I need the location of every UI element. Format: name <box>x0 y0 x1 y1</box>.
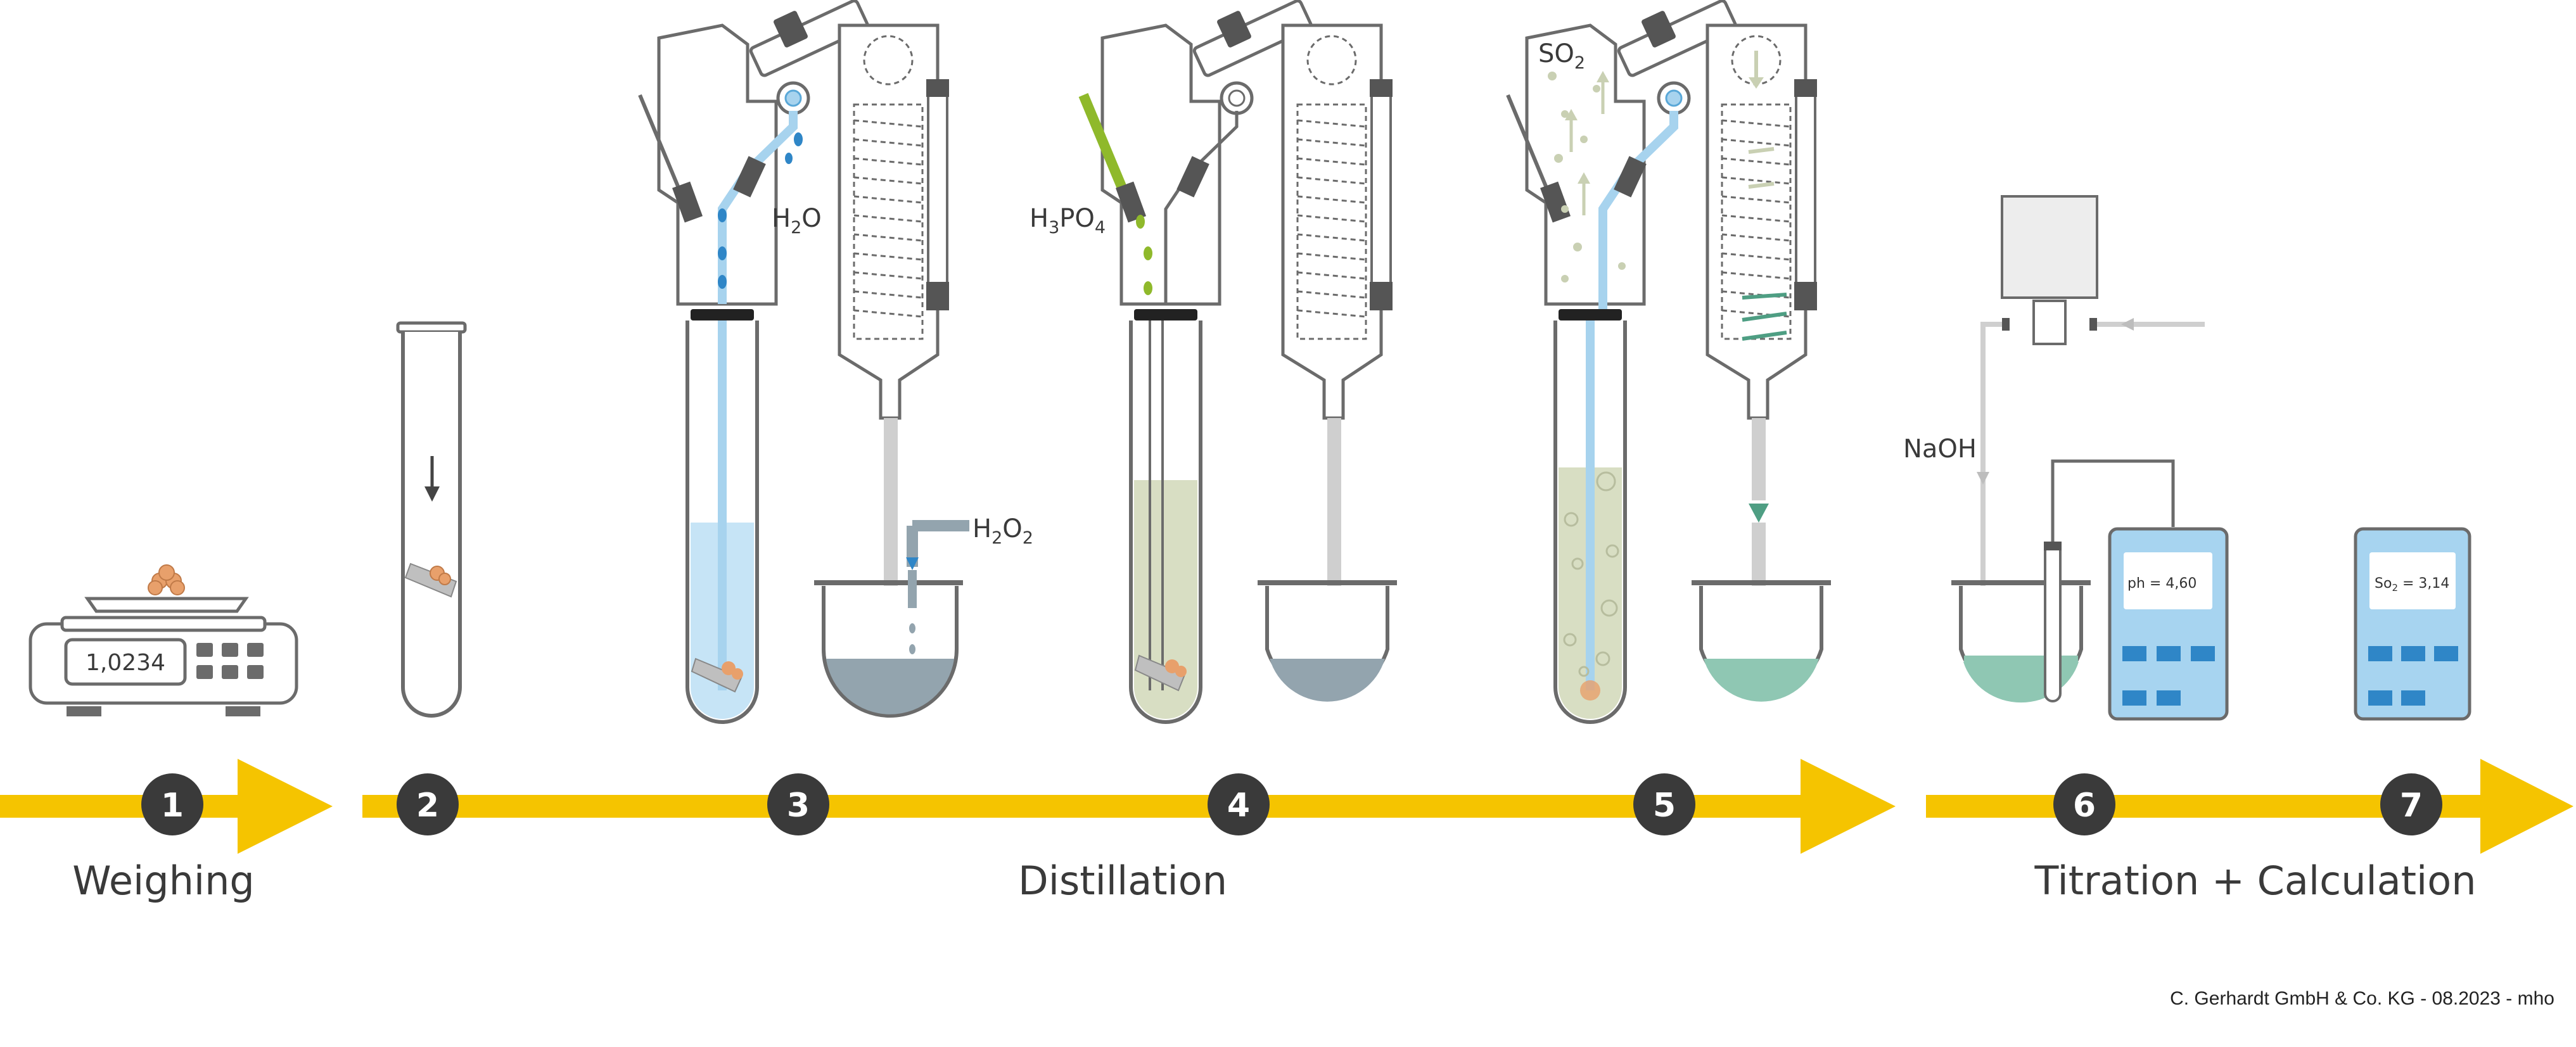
distillation-unit-step5 <box>1506 0 1831 724</box>
step-7-number: 7 <box>2400 787 2423 825</box>
process-arrows <box>0 759 2573 854</box>
step-6-number: 6 <box>2073 787 2096 825</box>
step-1-number: 1 <box>161 787 184 825</box>
copyright-notice: C. Gerhardt GmbH & Co. KG - 08.2023 - mh… <box>2170 988 2554 1009</box>
step-4-marker: 4 <box>1208 773 1270 835</box>
result-meter <box>2354 527 2471 721</box>
step-1-marker: 1 <box>141 773 203 835</box>
h3po4-label: H3PO4 <box>1030 204 1106 238</box>
arrow-titration <box>1926 759 2573 854</box>
empty-test-tube <box>396 321 467 718</box>
sample-on-scale <box>148 564 185 595</box>
stage-label-weighing: Weighing <box>72 858 255 904</box>
naoh-label: NaOH <box>1903 435 1977 464</box>
so2-label: SO2 <box>1538 39 1585 73</box>
arrow-distillation <box>362 759 1896 854</box>
step-markers: 1 2 3 4 5 6 7 <box>141 773 2442 835</box>
step-2-number: 2 <box>416 787 439 825</box>
h2o-label: H2O <box>772 204 822 238</box>
step-6-marker: 6 <box>2053 773 2115 835</box>
result-meter-readout: So2 = 3,14 <box>2375 576 2449 593</box>
titration-setup <box>1951 195 2229 721</box>
distillation-unit-step4 <box>1078 0 1397 724</box>
step-5-number: 5 <box>1653 787 1676 825</box>
step-7-marker: 7 <box>2380 773 2442 835</box>
stage-label-distillation: Distillation <box>1018 858 1227 904</box>
step-5-marker: 5 <box>1633 773 1695 835</box>
step-3-number: 3 <box>787 787 810 825</box>
stage-label-titration: Titration + Calculation <box>2034 858 2477 904</box>
step-2-marker: 2 <box>397 773 459 835</box>
distillation-unit-step3 <box>638 0 969 724</box>
h2o2-label: H2O2 <box>972 514 1033 548</box>
balance-scale <box>29 597 298 716</box>
step-3-marker: 3 <box>767 773 829 835</box>
ph-meter-readout: ph = 4,60 <box>2127 576 2197 592</box>
scale-readout: 1,0234 <box>86 650 165 676</box>
step-4-number: 4 <box>1227 787 1250 825</box>
